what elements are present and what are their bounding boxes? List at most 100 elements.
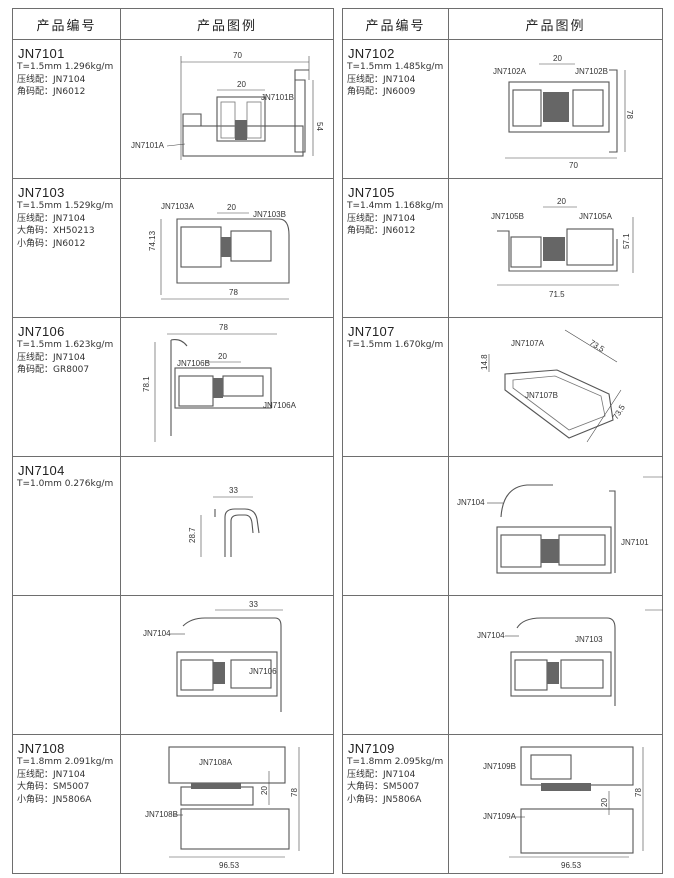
profile-drawing: JN7109B JN7109A 20 78 96.53 [483,746,644,870]
dim-inner: 20 [218,352,227,361]
part-label: JN7108A [199,758,233,767]
dim-inner: 20 [237,80,246,89]
profile-drawing: 78 20 JN7106B JN7106A 78.1 [142,323,297,442]
part-label: JN7102A [493,67,527,76]
dim-side: 73.5 [588,338,606,354]
product-info-cell: JN7103 T=1.5mm 1.529kg/m 压线配：JN7104 大角码：… [12,178,121,318]
part-label: JN7104 [143,629,171,638]
left-catalog-table: 产品编号 产品图例 JN7101 T=1.5mm 1.296kg/m 压线配：J… [12,8,334,874]
product-info-cell: JN7109 T=1.8mm 2.095kg/m 压线配：JN7104 大角码：… [342,734,449,874]
profile-drawing: JN7108A JN7108B 20 78 96.53 [145,746,300,870]
dim-height: 78 [290,788,299,797]
product-spec: T=1.5mm 1.670kg/m [347,340,444,350]
dim-side: 73.5 [611,403,627,421]
product-info-cell [342,595,449,735]
dim-height: 57.1 [622,233,631,249]
product-figure-cell: 33 28.7 [120,456,334,596]
dim-width: 70 [569,161,578,170]
product-code: JN7104 [18,463,65,478]
dim-width: 96.53 [219,861,240,870]
product-spec: T=1.8mm 2.095kg/m [347,757,444,767]
part-label: JN7104 [477,631,505,640]
product-spec: 大角码：SM5007 [17,782,90,792]
product-spec: T=1.4mm 1.168kg/m [347,201,444,211]
product-info-cell: JN7107 T=1.5mm 1.670kg/m [342,317,449,457]
dim-width: 70 [233,51,242,60]
dim-width: 96.53 [561,861,582,870]
product-spec: 小角码：JN6012 [17,238,86,249]
product-spec: 压线配：JN7104 [347,769,416,780]
product-info-cell: JN7108 T=1.8mm 2.091kg/m 压线配：JN7104 大角码：… [12,734,121,874]
header-product-code: 产品编号 [12,8,121,40]
part-label: JN7106B [177,359,210,368]
product-figure-cell: JN7105B JN7105A 20 57.1 71.5 [448,178,663,318]
product-code: JN7109 [348,741,395,756]
dim-height: 54 [315,122,324,131]
profile-drawing: JN7105B JN7105A 20 57.1 71.5 [491,197,634,299]
product-spec: 压线配：JN7104 [17,74,86,85]
product-code: JN7107 [348,324,395,339]
dim-small: 14.8 [480,354,489,370]
dim-width: 71.5 [549,290,565,299]
product-spec: T=1.8mm 2.091kg/m [17,757,114,767]
product-spec: 角码配：JN6012 [347,226,416,236]
profile-drawing: JN7107A JN7107B 73.5 73.5 14.8 [480,329,627,443]
part-label: JN7107A [511,339,545,348]
product-spec: T=1.5mm 1.529kg/m [17,201,114,211]
product-spec: 小角码：JN5806A [347,794,422,805]
dim-width: 78 [229,288,238,297]
dim-inner: 20 [227,203,236,212]
part-label: JN7105B [491,212,524,221]
product-figure-cell: JN7109B JN7109A 20 78 96.53 [448,734,663,874]
product-figure-cell: JN7107A JN7107B 73.5 73.5 14.8 [448,317,663,457]
part-label: JN7106A [263,401,297,410]
dim-height: 78.1 [142,376,151,392]
part-label: JN7109A [483,812,517,821]
profile-drawing: 33 28.7 [188,486,260,557]
product-figure-cell: 33 JN7104 JN7103 [448,595,663,735]
part-label: JN7107B [525,391,558,400]
product-spec: 角码配：JN6009 [347,87,416,97]
product-spec: 小角码：JN5806A [17,794,92,805]
product-figure-cell: 33 JN7104 JN7106 [120,595,334,735]
header-product-figure: 产品图例 [120,8,334,40]
product-spec: 压线配：JN7104 [347,74,416,85]
product-spec: 大角码：SM5007 [347,782,420,792]
part-label: JN7109B [483,762,516,771]
part-label: JN7103B [253,210,286,219]
part-label: JN7103 [575,635,603,644]
product-figure-cell: JN7102A JN7102B 20 78 70 [448,39,663,179]
product-figure-cell: 70 20 54 JN7101A JN7101B [120,39,334,179]
part-label: JN7108B [145,810,178,819]
product-spec: 角码配：GR8007 [17,365,90,375]
dim-height: 74.13 [148,230,157,251]
profile-drawing: 70 20 54 JN7101A JN7101B [131,51,324,160]
part-label: JN7104 [457,498,485,507]
product-code: JN7108 [18,741,65,756]
profile-drawing: JN7103A JN7103B 20 74.13 78 [148,202,290,300]
product-code: JN7102 [348,46,395,61]
dim-height: 78 [625,110,634,119]
part-label: JN7101 [621,538,649,547]
product-info-cell: JN7104 T=1.0mm 0.276kg/m [12,456,121,596]
product-spec: 角码配：JN6012 [17,87,86,97]
profile-drawing: 33 JN7104 JN7106 [143,600,283,712]
product-info-cell: JN7102 T=1.5mm 1.485kg/m 压线配：JN7104 角码配：… [342,39,449,179]
dim-inner: 20 [553,54,562,63]
product-spec: 大角码：XH50213 [17,226,95,236]
dim-inner: 20 [600,798,609,807]
product-code: JN7103 [18,185,65,200]
product-spec: T=1.5mm 1.623kg/m [17,340,114,350]
dim-height: 78 [634,788,643,797]
product-info-cell: JN7106 T=1.5mm 1.623kg/m 压线配：JN7104 角码配：… [12,317,121,457]
product-spec: 压线配：JN7104 [347,213,416,224]
part-label: JN7103A [161,202,195,211]
product-figure-cell: 33 JN7104 JN7101 [448,456,663,596]
product-spec: 压线配：JN7104 [17,769,86,780]
dim-width: 33 [229,486,238,495]
dim-width: 33 [249,600,258,609]
product-info-cell [12,595,121,735]
product-code: JN7101 [18,46,65,61]
product-spec: 压线配：JN7104 [17,213,86,224]
product-code: JN7105 [348,185,395,200]
